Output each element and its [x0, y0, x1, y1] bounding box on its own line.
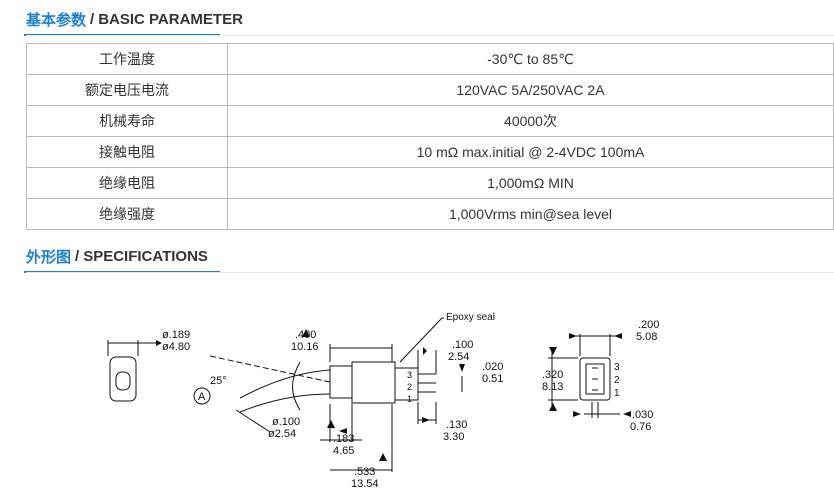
specs-title-zh: 外形图 [26, 248, 72, 266]
dim-030-mm: 0.76 [630, 421, 651, 433]
row-label: 绝缘电阻 [26, 167, 228, 199]
row-value: 120VAC 5A/250VAC 2A [227, 74, 834, 106]
dim-183-in: .183 [333, 433, 354, 445]
epoxy-seal-label: Epoxy seal [446, 312, 495, 323]
dim-030-in: .030 [632, 409, 653, 421]
datum-label: A [198, 391, 206, 403]
basic-title-zh: 基本参数 [26, 11, 87, 29]
switch-side-view [209, 317, 463, 472]
row-value: -30℃ to 85℃ [227, 43, 834, 75]
dim-130-in: .130 [446, 419, 467, 431]
row-label: 绝缘强度 [26, 198, 228, 230]
table-row: 接触电阻 10 mΩ max.initial @ 2-4VDC 100mA [26, 136, 834, 168]
dim-200-mm: 5.08 [636, 331, 657, 343]
dim-100-in: .100 [452, 339, 473, 351]
row-value: 40000次 [227, 105, 834, 137]
toggle-front-body [109, 356, 137, 402]
specs-title-sep: / [75, 247, 80, 265]
basic-title-en: BASIC PARAMETER [98, 10, 243, 28]
switch-end-view [548, 334, 620, 418]
row-value: 10 mΩ max.initial @ 2-4VDC 100mA [227, 136, 834, 168]
dim-lever-mm: ø2.54 [268, 428, 296, 440]
heading-rule [26, 272, 834, 273]
table-row: 绝缘强度 1,000Vrms min@sea level [26, 198, 834, 230]
dim-020-mm: 0.51 [482, 373, 503, 385]
row-label: 机械寿命 [26, 105, 228, 137]
end-pin-1-label: 1 [614, 388, 620, 399]
specs-title-en: SPECIFICATIONS [83, 247, 208, 265]
basic-title-sep: / [90, 10, 95, 28]
dim-100-mm: 2.54 [448, 351, 469, 363]
specification-drawing: ø.189 ø4.80 .400 10.16 25° A ø.100 ø2.54… [107, 312, 659, 490]
table-row: 工作温度 -30℃ to 85℃ [26, 43, 834, 75]
parameter-table: 工作温度 -30℃ to 85℃ 额定电压电流 120VAC 5A/250VAC… [26, 43, 834, 230]
basic-parameter-heading: 基本参数 / BASIC PARAMETER [24, 6, 243, 36]
dim-200-in: .200 [638, 319, 659, 331]
row-label: 额定电压电流 [26, 74, 228, 106]
dim-dia-mm: ø4.80 [162, 341, 190, 353]
row-value: 1,000mΩ MIN [227, 167, 834, 199]
pin-3-label: 3 [407, 370, 412, 380]
table-row: 额定电压电流 120VAC 5A/250VAC 2A [26, 74, 834, 106]
dim-angle: 25° [210, 375, 227, 387]
toggle-front-lever [115, 371, 131, 391]
table-row: 机械寿命 40000次 [26, 105, 834, 137]
row-label: 工作温度 [26, 43, 228, 75]
end-pin-2-label: 2 [614, 375, 620, 386]
dim-130-mm: 3.30 [443, 431, 464, 443]
pin-2-label: 2 [407, 382, 412, 392]
datum-circle [193, 387, 211, 405]
dim-533-in: .533 [354, 466, 375, 478]
dim-400-mm: 10.16 [291, 341, 319, 353]
heading-rule [26, 35, 834, 36]
pin-1-label: 1 [407, 394, 412, 404]
end-pin-3-label: 3 [614, 362, 620, 373]
specifications-heading: 外形图 / SPECIFICATIONS [24, 243, 220, 273]
row-value: 1,000Vrms min@sea level [227, 198, 834, 230]
dim-020-in: .020 [482, 361, 503, 373]
table-row: 绝缘电阻 1,000mΩ MIN [26, 167, 834, 199]
dim-dia-in: ø.189 [162, 329, 190, 341]
dim-400-in: .400 [295, 329, 316, 341]
dim-320-in: .320 [542, 369, 563, 381]
dim-lever-in: ø.100 [272, 416, 300, 428]
dim-320-mm: 8.13 [542, 381, 563, 393]
dim-183-mm: 4.65 [333, 445, 354, 457]
row-label: 接触电阻 [26, 136, 228, 168]
dim-533-mm: 13.54 [351, 478, 379, 490]
